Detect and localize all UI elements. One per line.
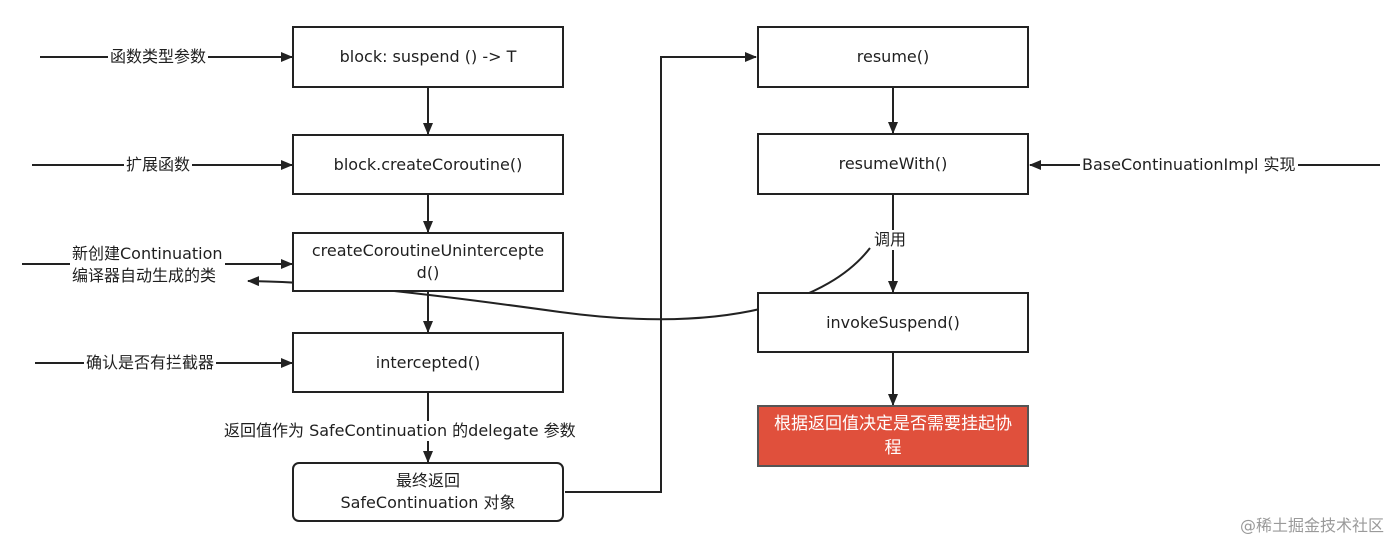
final-return-line1: 最终返回 xyxy=(395,471,460,490)
label-new-continuation-line1: 新创建Continuation xyxy=(72,244,223,263)
create-unintercepted-box: createCoroutineUnintercepted() xyxy=(292,232,564,292)
label-new-continuation: 新创建Continuation 编译器自动生成的类 xyxy=(70,243,225,287)
create-unintercepted-text: createCoroutineUnintercepted() xyxy=(311,241,545,282)
decide-suspend-box: 根据返回值决定是否需要挂起协程 xyxy=(757,405,1029,467)
label-return-delegate: 返回值作为 SafeContinuation 的delegate 参数 xyxy=(222,421,578,441)
resume-text: resume() xyxy=(856,47,930,66)
create-coroutine-text: block.createCoroutine() xyxy=(333,154,523,174)
label-new-continuation-line2: 编译器自动生成的类 xyxy=(72,266,217,285)
resume-box: resume() xyxy=(757,26,1029,88)
block-param-box: block: suspend () -> T xyxy=(292,26,564,88)
label-check-interceptor: 确认是否有拦截器 xyxy=(84,353,217,373)
decide-suspend-text: 根据返回值决定是否需要挂起协程 xyxy=(774,414,1012,458)
label-extension-func: 扩展函数 xyxy=(124,155,193,175)
intercepted-box: intercepted() xyxy=(292,332,564,393)
label-call: 调用 xyxy=(872,230,909,250)
final-return-box: 最终返回 SafeContinuation 对象 xyxy=(292,462,564,522)
create-coroutine-box: block.createCoroutine() xyxy=(292,134,564,195)
label-func-type-param: 函数类型参数 xyxy=(108,47,209,67)
invoke-suspend-text: invokeSuspend() xyxy=(826,312,960,332)
label-base-impl: BaseContinuationImpl 实现 xyxy=(1080,155,1298,175)
arrow-final-to-resume xyxy=(565,52,757,493)
watermark: @稀土掘金技术社区 xyxy=(1239,516,1384,535)
final-return-line2: SafeContinuation 对象 xyxy=(340,493,516,512)
intercepted-text: intercepted() xyxy=(375,352,481,372)
invoke-suspend-box: invokeSuspend() xyxy=(757,292,1029,353)
resume-with-text: resumeWith() xyxy=(838,154,948,173)
block-param-text: block: suspend () -> T xyxy=(339,47,517,66)
resume-with-box: resumeWith() xyxy=(757,133,1029,195)
